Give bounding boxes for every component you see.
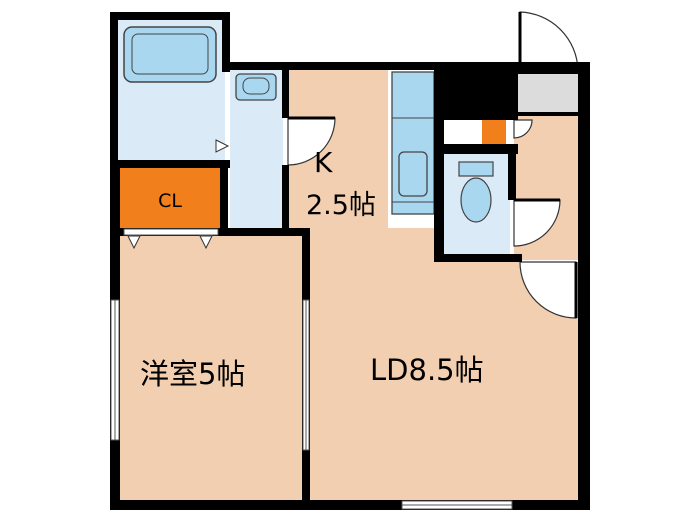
- wall-toilet-right-lower: [508, 144, 516, 200]
- wall-washroom-right-lower: [282, 165, 289, 233]
- wall-toilet-upper: [434, 144, 518, 154]
- kitchen-label: K: [314, 146, 333, 179]
- toilet-tank-icon: [458, 161, 494, 177]
- living-dining-label: LD8.5帖: [370, 353, 484, 387]
- kitchen-sink-icon: [398, 151, 428, 197]
- western-room-label: 洋室5帖: [140, 357, 245, 391]
- windows: [110, 228, 513, 510]
- living-dining-floor: [308, 228, 578, 500]
- doors: [215, 11, 579, 319]
- wall-bottom: [110, 500, 590, 510]
- wall-washroom-right: [282, 64, 289, 118]
- wall-main-top: [222, 62, 520, 70]
- kitchen-size-label: 2.5帖: [306, 190, 376, 221]
- wall-right: [578, 62, 590, 510]
- washbasin-bowl-icon: [242, 77, 270, 95]
- wall-bath-top: [110, 12, 230, 20]
- wall-toilet-top: [434, 66, 518, 120]
- washbasin-icon: [235, 73, 277, 101]
- washroom-door-icon: [287, 117, 336, 166]
- closet-door-icon-right: [199, 235, 213, 250]
- closet-door-track: [123, 228, 219, 236]
- closet-label: CL: [158, 190, 182, 212]
- bathtub-icon: [123, 26, 217, 83]
- wall-bath-right: [222, 12, 230, 72]
- bath-door-icon: [215, 139, 230, 153]
- storage-area: [514, 74, 582, 115]
- wall-storage-top: [514, 62, 590, 74]
- wall-closet-right: [220, 164, 228, 234]
- closet-door-icon-left: [127, 235, 141, 250]
- western-room-floor: [120, 236, 302, 500]
- wall-bath-left: [110, 12, 118, 168]
- meter-door-icon: [513, 119, 533, 139]
- wall-storage-divider: [514, 112, 582, 116]
- meter-box: [482, 120, 506, 144]
- bathtub-inner-icon: [131, 33, 209, 75]
- wall-bath-bottom: [110, 160, 230, 168]
- wall-toilet-right: [508, 66, 516, 120]
- wall-entrance-bottom: [510, 254, 522, 262]
- toilet-bowl-icon: [460, 177, 492, 223]
- wall-toilet-bottom: [434, 254, 520, 262]
- wall-toilet-left: [434, 66, 444, 262]
- entrance-door-icon: [519, 11, 579, 71]
- closet: [120, 168, 220, 230]
- toilet-door-icon: [513, 199, 561, 247]
